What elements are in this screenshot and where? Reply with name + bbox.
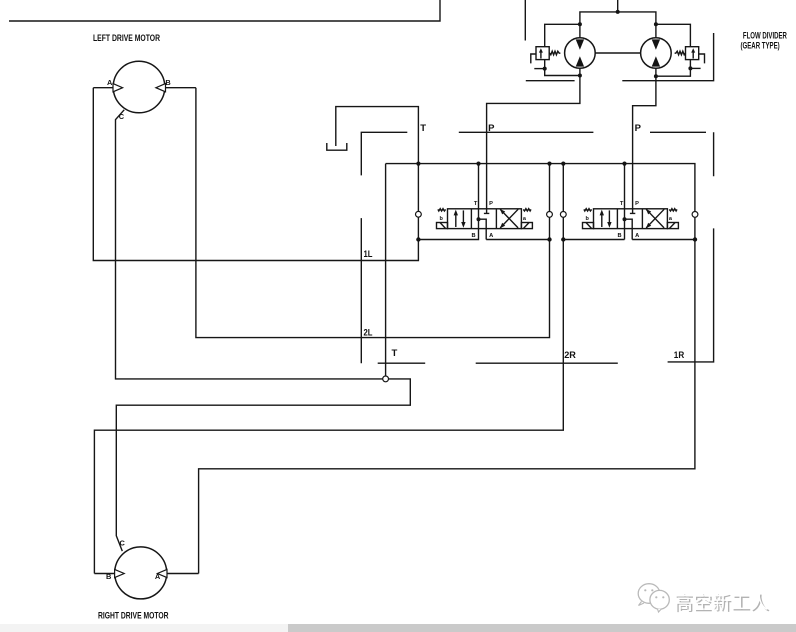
svg-text:b: b — [440, 216, 444, 222]
svg-text:a: a — [523, 216, 527, 222]
svg-text:B: B — [617, 233, 621, 239]
svg-text:1R: 1R — [674, 350, 685, 361]
svg-text:A: A — [489, 233, 493, 239]
svg-text:P: P — [489, 201, 493, 207]
svg-text:2L: 2L — [364, 328, 373, 339]
svg-text:C: C — [120, 539, 126, 548]
svg-text:T: T — [391, 348, 397, 359]
svg-text:C: C — [119, 112, 125, 121]
svg-text:P: P — [635, 201, 639, 207]
svg-text:FLOW DIVIDER: FLOW DIVIDER — [743, 31, 787, 41]
svg-text:1L: 1L — [364, 249, 373, 260]
svg-text:RIGHT DRIVE MOTOR: RIGHT DRIVE MOTOR — [98, 611, 169, 621]
svg-text:a: a — [669, 216, 673, 222]
svg-text:B: B — [165, 78, 170, 87]
svg-text:T: T — [620, 201, 624, 207]
svg-text:b: b — [586, 216, 590, 222]
svg-text:P: P — [488, 123, 495, 134]
svg-text:T: T — [420, 123, 426, 134]
svg-text:A: A — [107, 78, 113, 87]
svg-text:B: B — [106, 572, 111, 581]
svg-text:2R: 2R — [564, 350, 576, 361]
svg-text:A: A — [155, 572, 161, 581]
svg-text:B: B — [471, 233, 475, 239]
svg-text:T: T — [474, 201, 478, 207]
svg-text:LEFT DRIVE MOTOR: LEFT DRIVE MOTOR — [93, 33, 160, 43]
svg-text:A: A — [635, 233, 639, 239]
svg-text:P: P — [635, 123, 642, 134]
svg-text:(GEAR TYPE): (GEAR TYPE) — [741, 41, 780, 51]
